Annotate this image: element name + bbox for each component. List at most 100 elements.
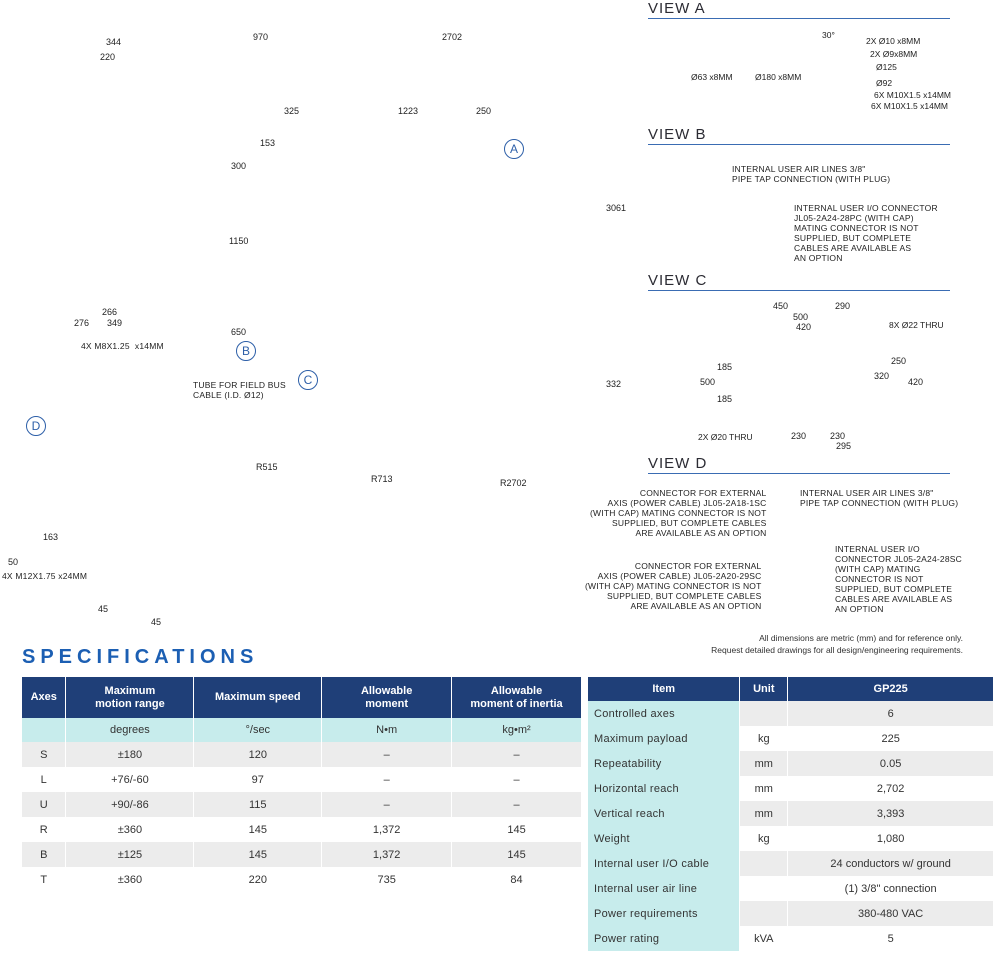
table-cell: 220 — [193, 867, 323, 892]
dim-970: 970 — [253, 32, 269, 42]
table-cell: – — [451, 767, 582, 792]
view-c-dim-185-a: 185 — [717, 362, 733, 372]
view-b-note-io: INTERNAL USER I/O CONNECTOR JL05-2A24-28… — [794, 203, 938, 263]
callout-d: D — [26, 416, 46, 436]
dim-325: 325 — [284, 106, 300, 116]
view-c-dim-230-a: 230 — [791, 431, 807, 441]
item-value: 24 conductors w/ ground — [787, 851, 994, 876]
view-a-d92: Ø92 — [876, 78, 893, 88]
item-value: 0.05 — [787, 751, 994, 776]
item-label: Controlled axes — [588, 701, 741, 726]
table-row: U +90/-86 115 – – — [22, 792, 582, 817]
footnote-request: Request detailed drawings for all design… — [711, 645, 963, 655]
table-cell: 145 — [451, 817, 582, 842]
axes-header-motion-range: Maximum motion range — [65, 677, 195, 718]
table-cell: ±360 — [65, 867, 195, 892]
item-label: Power requirements — [588, 901, 741, 926]
dim-1223: 1223 — [398, 106, 419, 116]
dim-50: 50 — [8, 557, 19, 567]
table-cell: L — [22, 767, 67, 792]
table-cell: R — [22, 817, 67, 842]
table-cell: 84 — [451, 867, 582, 892]
table-cell: 145 — [451, 842, 582, 867]
table-cell: T — [22, 867, 67, 892]
item-value: 2,702 — [787, 776, 994, 801]
view-c-dim-290: 290 — [835, 301, 851, 311]
table-row: L +76/-60 97 – – — [22, 767, 582, 792]
axes-spec-table: Axes Maximum motion range Maximum speed … — [22, 677, 582, 892]
dim-276: 276 — [74, 318, 90, 328]
view-c-rule — [648, 290, 950, 291]
callout-c: C — [298, 370, 318, 390]
view-a-holes-10: 2X Ø10 x8MM — [866, 36, 921, 46]
item-header-unit: Unit — [739, 677, 789, 701]
item-header-item: Item — [588, 677, 741, 701]
table-cell: – — [451, 742, 582, 767]
dim-650: 650 — [231, 327, 247, 337]
specifications-heading: SPECIFICATIONS — [22, 646, 259, 668]
dim-332: 332 — [606, 379, 622, 389]
item-unit: kVA — [739, 926, 789, 951]
axes-header-speed: Maximum speed — [193, 677, 323, 718]
table-row: B ±125 145 1,372 145 — [22, 842, 582, 867]
dim-153: 153 — [260, 138, 276, 148]
view-a-rule — [648, 18, 950, 19]
table-cell: 97 — [193, 767, 323, 792]
view-c-dim-250: 250 — [891, 356, 907, 366]
table-cell: ±360 — [65, 817, 195, 842]
dim-45-b: 45 — [151, 617, 162, 627]
item-label: Internal user I/O cable — [588, 851, 741, 876]
dim-3061: 3061 — [606, 203, 627, 213]
table-row: R ±360 145 1,372 145 — [22, 817, 582, 842]
view-b-note-air: INTERNAL USER AIR LINES 3/8" PIPE TAP CO… — [732, 164, 891, 184]
view-d-note-a: CONNECTOR FOR EXTERNAL AXIS (POWER CABLE… — [590, 488, 767, 538]
view-c-dim-420: 420 — [796, 322, 812, 332]
callout-b: B — [236, 341, 256, 361]
rear-bottom-note: 4X M12X1.75 x24MM — [2, 571, 88, 581]
footnote-metric: All dimensions are metric (mm) and for r… — [759, 633, 963, 643]
item-label: Weight — [588, 826, 741, 851]
view-d-note-b: INTERNAL USER AIR LINES 3/8" PIPE TAP CO… — [800, 488, 959, 508]
table-cell: ±180 — [65, 742, 195, 767]
table-cell: – — [321, 767, 453, 792]
view-c-dim-320: 320 — [874, 371, 890, 381]
table-row: Internal user air line(1) 3/8" connectio… — [588, 876, 994, 901]
dim-300: 300 — [231, 161, 247, 171]
table-cell: 145 — [193, 817, 323, 842]
table-row: Internal user I/O cable 24 conductors w/ … — [588, 851, 994, 876]
view-c-dim-450: 450 — [773, 301, 789, 311]
item-label: Repeatability — [588, 751, 741, 776]
dim-45-a: 45 — [98, 604, 109, 614]
view-c-holes-20: 2X Ø20 THRU — [698, 432, 753, 442]
item-label: Internal user air line — [588, 876, 741, 901]
table-row: T ±360 220 735 84 — [22, 867, 582, 892]
item-unit: mm — [739, 751, 789, 776]
axes-header-moment: Allowable moment — [321, 677, 453, 718]
view-d-note-d: INTERNAL USER I/O CONNECTOR JL05-2A24-28… — [835, 544, 962, 614]
units-cell: kg•m² — [451, 718, 582, 742]
view-d-title: VIEW D — [648, 455, 708, 472]
item-label: Horizontal reach — [588, 776, 741, 801]
item-unit — [739, 701, 789, 726]
table-cell: 145 — [193, 842, 323, 867]
item-label: Vertical reach — [588, 801, 741, 826]
dim-2702: 2702 — [442, 32, 463, 42]
table-cell: – — [321, 792, 453, 817]
table-cell: 1,372 — [321, 817, 453, 842]
units-cell: N•m — [321, 718, 453, 742]
item-unit — [739, 901, 789, 926]
tube-note: TUBE FOR FIELD BUS CABLE (I.D. Ø12) — [193, 380, 286, 400]
table-cell: 735 — [321, 867, 453, 892]
table-cell: – — [321, 742, 453, 767]
view-d-rule — [648, 473, 950, 474]
units-cell: °/sec — [193, 718, 323, 742]
table-cell: U — [22, 792, 67, 817]
view-a-dim-180: Ø180 x8MM — [755, 72, 802, 82]
